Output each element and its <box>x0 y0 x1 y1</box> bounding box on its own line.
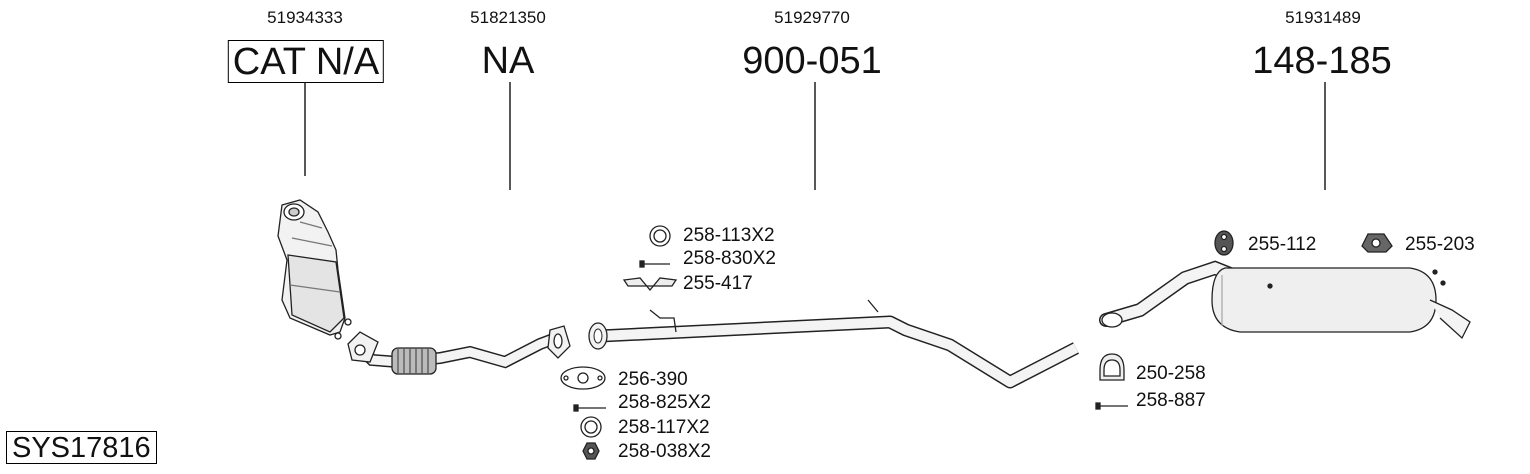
rubber-hanger-icon <box>1361 233 1393 253</box>
fitting-label: 255-112 <box>1248 234 1317 255</box>
part-number-rear-silencer: 148-185 <box>1252 40 1392 82</box>
oe-number-catalyst: 51934333 <box>267 8 343 27</box>
flange-gasket-icon <box>622 277 678 292</box>
part-number-middle-pipe: 900-051 <box>742 40 882 82</box>
part-number-catalyst: CAT N/A <box>227 40 385 83</box>
clamp-ring-icon <box>649 225 671 247</box>
bolt-icon <box>573 404 606 412</box>
middle-pipe-drawing <box>588 299 1079 389</box>
oe-number-middle-pipe: 51929770 <box>774 8 850 27</box>
fitting-label: 255-203 <box>1405 234 1475 255</box>
rear-silencer-drawing <box>1099 260 1471 340</box>
front-pipe-drawing <box>347 325 571 375</box>
bolt-icon <box>1095 402 1128 410</box>
fitting-label: 250-258 <box>1136 363 1206 384</box>
u-clamp-icon <box>1099 353 1125 381</box>
fitting-label: 258-117X2 <box>618 417 710 438</box>
oe-number-rear-silencer: 51931489 <box>1285 8 1361 27</box>
oe-number-front-pipe: 51821350 <box>470 8 546 27</box>
nut-icon <box>582 442 600 460</box>
system-code: SYS17816 <box>6 431 157 465</box>
gasket-icon <box>560 366 606 390</box>
fitting-label: 255-417 <box>683 273 753 294</box>
clamp-ring-icon <box>580 416 602 438</box>
fitting-label: 258-038X2 <box>618 441 711 462</box>
fitting-label: 256-390 <box>618 369 688 390</box>
bolt-icon <box>639 260 670 268</box>
rubber-mount-icon <box>1214 230 1234 256</box>
fitting-label: 258-887 <box>1136 390 1206 411</box>
fitting-label: 258-113X2 <box>683 225 775 246</box>
fitting-label: 258-830X2 <box>683 248 776 269</box>
fitting-label: 258-825X2 <box>618 392 711 413</box>
catalytic-converter-drawing <box>277 199 352 340</box>
part-number-front-pipe: NA <box>481 40 535 82</box>
